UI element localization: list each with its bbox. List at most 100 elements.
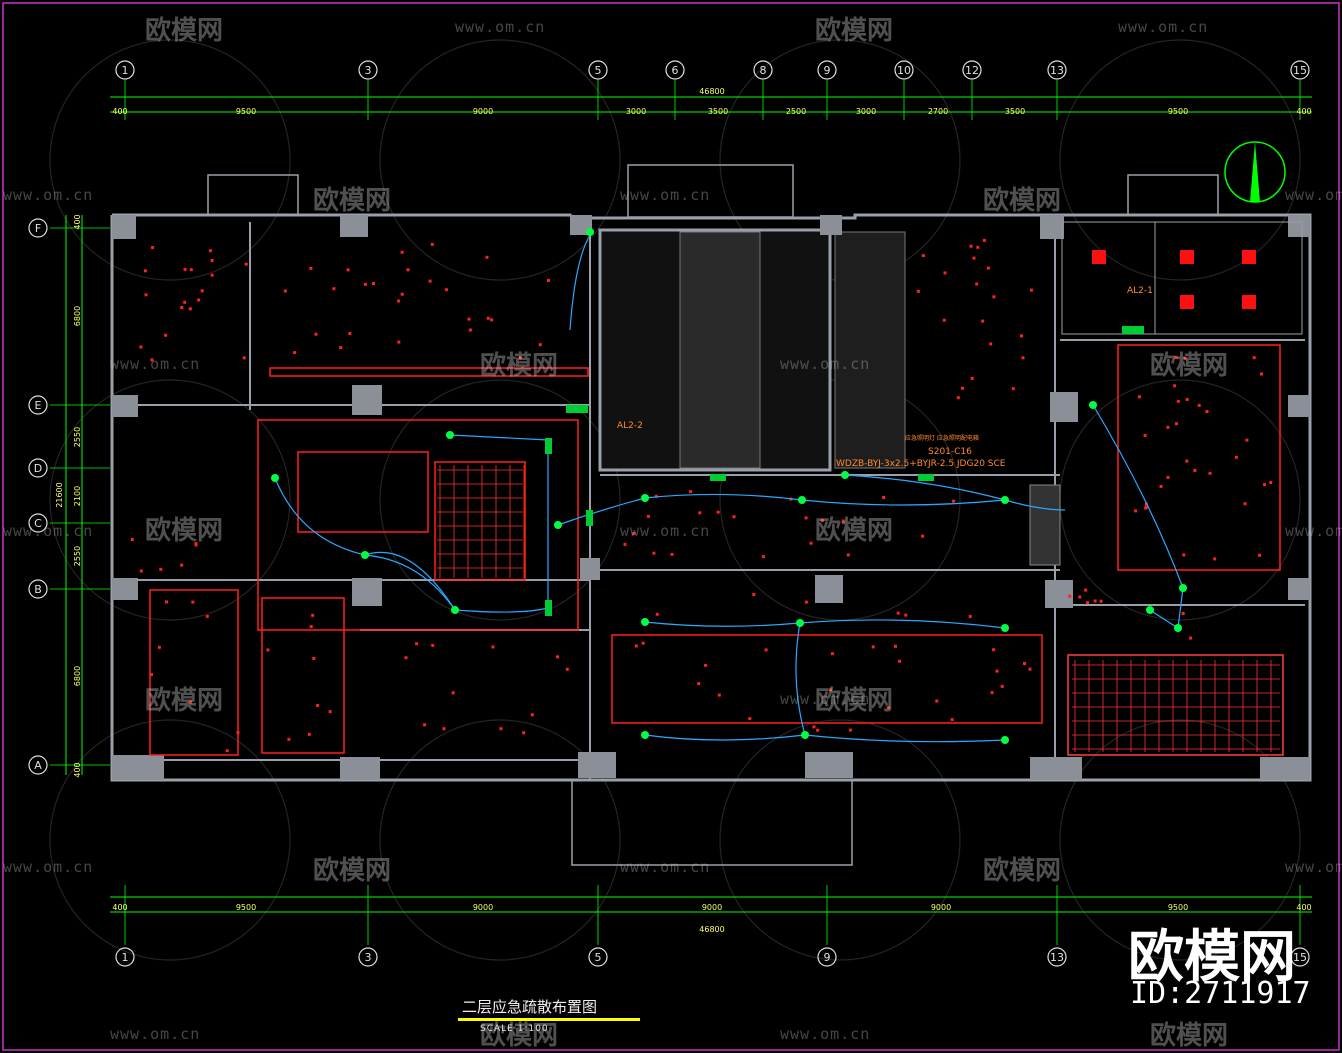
fixture-dot bbox=[225, 749, 229, 753]
fixture-dot bbox=[151, 246, 155, 249]
top-dim: 400 bbox=[1296, 107, 1311, 116]
drawing-scale: SCALE 1:100 bbox=[480, 1024, 549, 1034]
fixture-dot bbox=[670, 552, 674, 556]
fixture-dot bbox=[518, 356, 522, 360]
structural-columns bbox=[112, 215, 1310, 780]
fixture-dot bbox=[200, 289, 204, 293]
fixture-dot bbox=[970, 376, 974, 380]
fixture-dot bbox=[1252, 356, 1256, 360]
svg-text:15: 15 bbox=[1293, 951, 1307, 964]
svg-text:9: 9 bbox=[824, 64, 831, 77]
fixture-dot bbox=[1176, 399, 1180, 403]
bottom-dim: 9000 bbox=[931, 903, 951, 912]
fixture-dot bbox=[904, 613, 908, 617]
brand-watermark: 欧模网 bbox=[1128, 925, 1296, 990]
bottom-dim: 9500 bbox=[236, 903, 256, 912]
watermark-brand: 欧模网 bbox=[1150, 351, 1229, 381]
fixture-dot bbox=[1193, 469, 1197, 472]
watermark-url: www.om.cn bbox=[1285, 186, 1342, 204]
emergency-light bbox=[361, 551, 369, 559]
svg-text:A: A bbox=[34, 759, 42, 772]
fixture-dot bbox=[157, 645, 161, 649]
svg-text:6: 6 bbox=[672, 64, 679, 77]
fixture-dot bbox=[236, 731, 240, 735]
fixture-dot bbox=[242, 356, 246, 360]
fixture-dot bbox=[307, 732, 311, 736]
fixture-dot bbox=[339, 346, 343, 350]
fixture-dot bbox=[293, 351, 297, 355]
fixture-dot bbox=[898, 659, 901, 663]
fixture-dot bbox=[1099, 599, 1103, 603]
column-block bbox=[112, 755, 164, 780]
fixture-dot bbox=[981, 319, 985, 323]
fixture-dot bbox=[871, 645, 875, 649]
fixture-dot bbox=[829, 688, 832, 692]
fixture-dot bbox=[752, 593, 756, 596]
watermark-brand: 欧模网 bbox=[480, 351, 559, 381]
column-block bbox=[1288, 578, 1310, 600]
fixture-dot bbox=[1166, 425, 1170, 429]
axis-bubble-row-D: D bbox=[28, 458, 48, 478]
fixture-dot bbox=[210, 259, 214, 262]
watermark-brand: 欧模网 bbox=[983, 856, 1062, 886]
axis-bubble-top-1: 1 bbox=[115, 60, 135, 80]
watermark-url: www.om.cn bbox=[110, 355, 201, 373]
note-label: 应急照明灯 应急照明配电箱 bbox=[905, 434, 979, 442]
fixture-dot bbox=[634, 644, 638, 648]
fixture-dot bbox=[641, 641, 645, 645]
left-dim: 400 bbox=[73, 214, 82, 229]
fixture-dot bbox=[1028, 667, 1032, 671]
watermark-circles bbox=[49, 39, 1301, 961]
fixture-dot bbox=[194, 543, 198, 547]
axis-bubble-top-13: 13 bbox=[1047, 60, 1067, 80]
watermark-brand: 欧模网 bbox=[480, 1021, 559, 1051]
fixture-dot bbox=[150, 673, 153, 677]
fixture-dot bbox=[812, 725, 816, 729]
fixture-dot bbox=[400, 292, 404, 296]
fixture-dot bbox=[886, 706, 890, 710]
fixture-dot bbox=[1208, 471, 1212, 475]
fixture-dot bbox=[1143, 433, 1147, 437]
emergency-light bbox=[451, 606, 459, 614]
fixture-dot bbox=[1173, 384, 1177, 388]
top-dim: 2500 bbox=[786, 107, 806, 116]
fixture-dot bbox=[1245, 438, 1249, 442]
fixture-dot bbox=[208, 249, 212, 253]
top-dim: 2700 bbox=[928, 107, 948, 116]
fixture-dot bbox=[530, 713, 534, 717]
fixture-dot bbox=[969, 244, 973, 248]
fixture-dot bbox=[989, 342, 993, 346]
left-dim: 2550 bbox=[73, 546, 82, 566]
emergency-light bbox=[641, 731, 649, 739]
fixture-dot bbox=[1093, 599, 1097, 603]
emergency-light bbox=[1001, 624, 1009, 632]
svg-text:F: F bbox=[35, 222, 41, 235]
fixture-dot bbox=[1205, 410, 1209, 413]
fixture-dot bbox=[1260, 372, 1263, 376]
left-dim: 6800 bbox=[73, 666, 82, 686]
fixture-dot bbox=[197, 298, 201, 302]
fixture-dot bbox=[486, 316, 490, 320]
axis-bubble-top-8: 8 bbox=[753, 60, 773, 80]
fixture-dot bbox=[982, 238, 986, 242]
watermark-url: www.om.cn bbox=[620, 858, 711, 876]
fixture-dot bbox=[312, 656, 316, 660]
emergency-light bbox=[1146, 606, 1154, 614]
column-block bbox=[340, 215, 368, 237]
fixture-dot bbox=[309, 625, 313, 629]
fixture-dot bbox=[916, 289, 920, 293]
column-block bbox=[1260, 757, 1310, 780]
svg-text:5: 5 bbox=[595, 951, 602, 964]
fixture-dot bbox=[442, 727, 446, 731]
fixture-dot bbox=[144, 293, 148, 297]
axis-bubble-row-F: F bbox=[28, 218, 48, 238]
top-dim: 9500 bbox=[236, 107, 256, 116]
watermark-url: www.om.cn bbox=[620, 186, 711, 204]
fixture-dot bbox=[1234, 455, 1238, 459]
fixture-dot bbox=[841, 519, 845, 523]
fixture-dot bbox=[1000, 684, 1004, 688]
row-grid-lines bbox=[50, 227, 110, 766]
cable-label: WDZB-BYJ-3x2.5+BYJR-2.5 JDG20 SCE bbox=[836, 459, 1006, 469]
fixture-dot bbox=[848, 728, 852, 732]
